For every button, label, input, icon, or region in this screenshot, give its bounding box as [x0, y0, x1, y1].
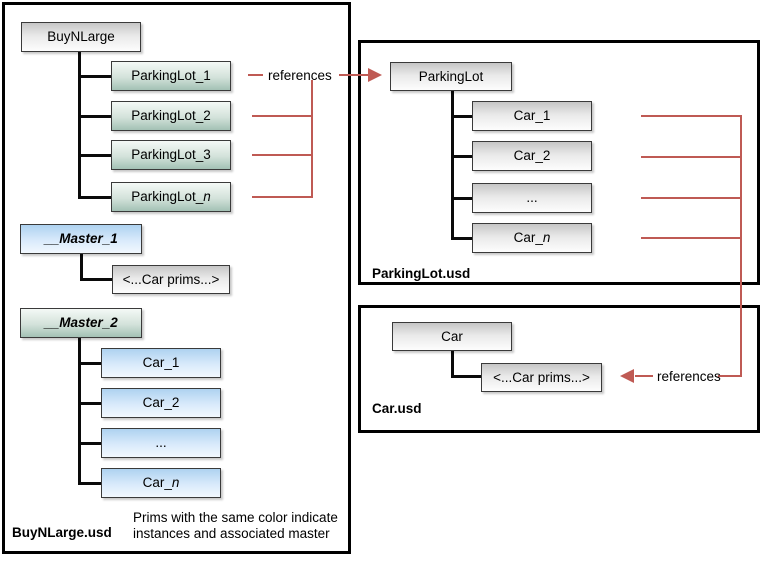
node-parkinglot-n: ParkingLot_n: [111, 182, 231, 212]
reference-line: [641, 237, 742, 239]
references-label-bottom: references: [657, 369, 721, 384]
tree-line: [78, 115, 111, 118]
node-car-root: Car: [392, 322, 512, 351]
tree-line: [80, 254, 83, 281]
reference-arrowhead-left-icon: [620, 369, 634, 383]
tree-line: [78, 442, 101, 445]
tree-line: [451, 91, 454, 239]
color-legend-caption: Prims with the same color indicate insta…: [133, 510, 338, 541]
references-label-top: references: [268, 68, 332, 83]
node-pl-car-1: Car_1: [472, 101, 592, 131]
node-master1-car-prims: <...Car prims...>: [112, 265, 230, 294]
node-master-2: __Master_2: [20, 308, 142, 338]
node-car-ellipsis: ...: [101, 428, 221, 458]
node-master-1: __Master_1: [20, 224, 142, 254]
tree-line: [78, 338, 81, 485]
tree-line: [451, 115, 472, 118]
car-file-label: Car.usd: [372, 401, 422, 416]
reference-line: [339, 74, 368, 76]
tree-line: [78, 362, 101, 365]
tree-line: [451, 350, 454, 378]
tree-line: [78, 196, 111, 199]
node-parkinglot-1: ParkingLot_1: [111, 61, 231, 91]
tree-line: [78, 52, 81, 198]
tree-line: [451, 375, 481, 378]
tree-line: [78, 482, 101, 485]
reference-line: [641, 115, 742, 117]
reference-line: [252, 154, 313, 156]
tree-line: [451, 197, 472, 200]
tree-line: [78, 402, 101, 405]
reference-line: [641, 156, 742, 158]
reference-line: [641, 197, 742, 199]
tree-line: [451, 237, 472, 240]
reference-line-vertical: [311, 80, 313, 198]
node-parkinglot-3: ParkingLot_3: [111, 140, 231, 170]
node-parkinglot-root: ParkingLot: [390, 62, 512, 91]
node-pl-car-ellipsis: ...: [472, 183, 592, 213]
node-car-1: Car_1: [101, 348, 221, 378]
tree-line: [78, 75, 111, 78]
reference-line: [252, 115, 313, 117]
node-car-prims: <...Car prims...>: [481, 363, 602, 392]
caption-line-1: Prims with the same color indicate: [133, 510, 338, 525]
tree-line: [78, 154, 111, 157]
node-pl-car-2: Car_2: [472, 141, 592, 171]
node-buynlarge: BuyNLarge: [21, 22, 141, 52]
buynlarge-file-label: BuyNLarge.usd: [12, 525, 112, 540]
tree-line: [80, 278, 112, 281]
node-pl-car-n: Car_n: [472, 223, 592, 253]
node-car-n: Car_n: [101, 468, 221, 498]
reference-line: [635, 375, 653, 377]
reference-line: [718, 375, 742, 377]
node-parkinglot-2: ParkingLot_2: [111, 101, 231, 131]
node-car-2: Car_2: [101, 388, 221, 418]
reference-line: [252, 196, 313, 198]
reference-line-vertical: [740, 115, 742, 377]
reference-line: [248, 74, 263, 76]
parkinglot-file-label: ParkingLot.usd: [372, 266, 471, 281]
reference-arrowhead-right-icon: [368, 68, 382, 82]
tree-line: [451, 155, 472, 158]
caption-line-2: instances and associated master: [133, 525, 330, 541]
